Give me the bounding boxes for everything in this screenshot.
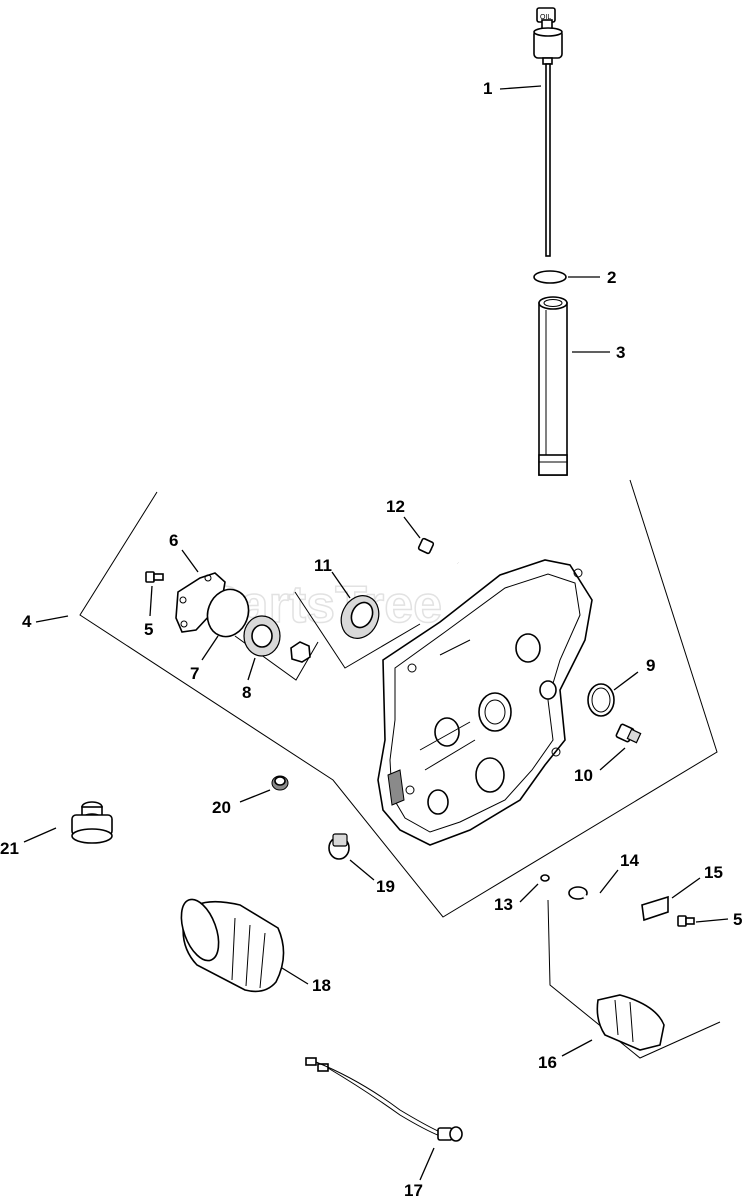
callout-18: 18 xyxy=(312,976,331,995)
part-20-plug[interactable] xyxy=(271,775,289,791)
callout-5-upper: 5 xyxy=(144,620,153,639)
part-12-bolt[interactable] xyxy=(417,537,459,565)
part-7-o-ring[interactable] xyxy=(201,584,255,643)
callout-15: 15 xyxy=(704,863,723,882)
callout-12: 12 xyxy=(386,497,405,516)
group-outline-oil-pickup xyxy=(547,899,721,1059)
dipstick-oil-label: OIL xyxy=(540,14,551,21)
callout-13: 13 xyxy=(494,895,513,914)
callout-6: 6 xyxy=(169,531,178,550)
callout-19: 19 xyxy=(376,877,395,896)
part-2-o-ring[interactable] xyxy=(533,270,567,284)
callout-labels: 1 2 3 4 5 6 7 8 9 10 11 12 13 14 15 5 16… xyxy=(0,79,742,1200)
callout-7: 7 xyxy=(190,664,199,683)
part-16-oil-pickup-strainer[interactable] xyxy=(596,994,665,1051)
callout-10: 10 xyxy=(574,766,593,785)
part-21-oil-pressure-switch[interactable] xyxy=(71,801,113,844)
part-5-screw-upper[interactable] xyxy=(145,571,164,583)
callout-4: 4 xyxy=(22,612,32,631)
part-1-dipstick[interactable]: OIL xyxy=(533,7,563,257)
callout-21: 21 xyxy=(0,839,19,858)
closure-plate xyxy=(377,559,593,846)
part-11-oil-seal[interactable] xyxy=(334,589,385,644)
part-15-bracket[interactable] xyxy=(641,895,669,922)
callout-8: 8 xyxy=(242,683,251,702)
callout-9: 9 xyxy=(646,656,655,675)
callout-11: 11 xyxy=(314,556,332,575)
part-13-o-ring[interactable] xyxy=(540,874,550,882)
callout-1: 1 xyxy=(483,79,492,98)
callout-14: 14 xyxy=(620,851,639,870)
callout-3: 3 xyxy=(616,343,625,362)
callout-17: 17 xyxy=(404,1181,423,1200)
callout-2: 2 xyxy=(607,268,616,287)
part-18-oil-filter[interactable] xyxy=(174,894,285,993)
part-3-dipstick-tube[interactable] xyxy=(538,296,568,476)
part-5-screw-lower[interactable] xyxy=(677,915,695,927)
part-17-wiring-harness[interactable] xyxy=(305,1057,463,1142)
part-14-oil-pickup-tube[interactable] xyxy=(568,886,606,1007)
callout-20: 20 xyxy=(212,798,231,817)
group-outline-closure-plate xyxy=(79,479,718,918)
callout-5-lower: 5 xyxy=(733,910,742,929)
part-10-fitting[interactable] xyxy=(615,723,642,744)
callout-16: 16 xyxy=(538,1053,557,1072)
group-outline-oil-seal xyxy=(294,591,421,669)
part-19-drain-plug[interactable] xyxy=(328,833,350,860)
leader-lines xyxy=(23,85,729,1181)
part-8-oil-pump-rotor[interactable] xyxy=(243,615,311,663)
